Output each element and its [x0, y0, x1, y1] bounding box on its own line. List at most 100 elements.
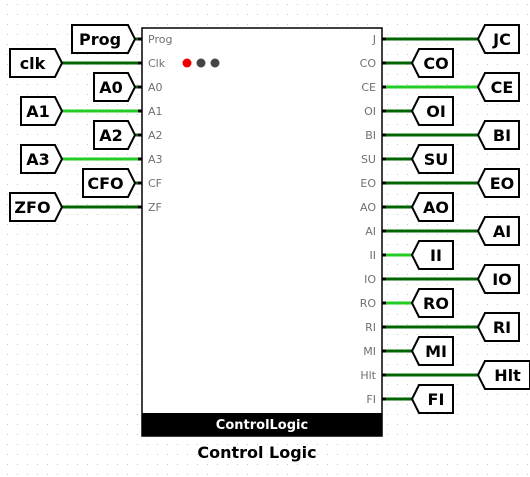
grid-dot: [17, 44, 18, 45]
grid-dot: [397, 264, 398, 265]
tag-out-ii[interactable]: II: [410, 240, 454, 270]
grid-dot: [87, 284, 88, 285]
grid-dot: [117, 114, 118, 115]
grid-dot: [77, 364, 78, 365]
grid-dot: [447, 84, 448, 85]
grid-dot: [497, 404, 498, 405]
tag-in-prog[interactable]: Prog: [71, 24, 137, 54]
tag-in-a2[interactable]: A2: [93, 120, 137, 150]
grid-dot: [67, 404, 68, 405]
pin-stub: [382, 133, 386, 137]
grid-dot: [47, 464, 48, 465]
grid-dot: [477, 444, 478, 445]
grid-dot: [7, 434, 8, 435]
pin-label-io: IO: [364, 273, 376, 286]
grid-dot: [87, 464, 88, 465]
tag-out-ce[interactable]: CE: [476, 72, 520, 102]
grid-dot: [347, 464, 348, 465]
grid-dot: [477, 454, 478, 455]
tag-in-a3[interactable]: A3: [20, 144, 64, 174]
tag-out-oi[interactable]: OI: [410, 96, 454, 126]
tag-out-fi[interactable]: FI: [410, 384, 454, 414]
tag-in-a0[interactable]: A0: [93, 72, 137, 102]
control-logic-component[interactable]: ControlLogic: [141, 27, 383, 437]
grid-dot: [407, 54, 408, 55]
tag-in-cfo[interactable]: CFO: [82, 168, 137, 198]
pin-stub: [382, 349, 386, 353]
grid-dot: [457, 424, 458, 425]
grid-dot: [357, 464, 358, 465]
tag-in-clk[interactable]: clk: [9, 48, 64, 78]
grid-dot: [307, 4, 308, 5]
grid-dot: [167, 474, 168, 475]
tag-out-ro[interactable]: RO: [410, 288, 454, 318]
grid-dot: [37, 384, 38, 385]
tag-out-eo[interactable]: EO: [476, 168, 520, 198]
grid-dot: [297, 14, 298, 15]
grid-dot: [17, 84, 18, 85]
grid-dot: [127, 224, 128, 225]
grid-dot: [497, 304, 498, 305]
grid-dot: [467, 324, 468, 325]
grid-dot: [117, 244, 118, 245]
grid-dot: [477, 144, 478, 145]
component-label: ControlLogic: [216, 418, 308, 433]
grid-dot: [7, 34, 8, 35]
grid-dot: [397, 314, 398, 315]
tag-out-hlt[interactable]: Hlt: [476, 360, 530, 390]
grid-dot: [287, 14, 288, 15]
grid-dot: [167, 14, 168, 15]
grid-dot: [487, 14, 488, 15]
grid-dot: [7, 354, 8, 355]
tag-out-ao[interactable]: AO: [410, 192, 454, 222]
grid-dot: [47, 174, 48, 175]
tag-out-ai[interactable]: AI: [476, 216, 520, 246]
grid-dot: [237, 24, 238, 25]
grid-dot: [457, 334, 458, 335]
tag-out-jc[interactable]: JC: [476, 24, 520, 54]
tag-in-zfo[interactable]: ZFO: [9, 192, 64, 222]
grid-dot: [17, 304, 18, 305]
grid-dot: [477, 274, 478, 275]
grid-dot: [387, 124, 388, 125]
indicator-dot-inactive: [196, 58, 206, 68]
tag-in-a1[interactable]: A1: [20, 96, 64, 126]
grid-dot: [467, 364, 468, 365]
grid-dot: [97, 274, 98, 275]
grid-dot: [467, 54, 468, 55]
grid-dot: [417, 284, 418, 285]
grid-dot: [507, 4, 508, 5]
grid-dot: [17, 294, 18, 295]
grid-dot: [227, 464, 228, 465]
grid-dot: [427, 94, 428, 95]
grid-dot: [517, 54, 518, 55]
grid-dot: [137, 44, 138, 45]
grid-dot: [317, 444, 318, 445]
tag-out-io[interactable]: IO: [476, 264, 520, 294]
grid-dot: [457, 474, 458, 475]
tag-label: CFO: [87, 174, 123, 193]
grid-dot: [77, 144, 78, 145]
grid-dot: [437, 174, 438, 175]
grid-dot: [477, 254, 478, 255]
tag-out-co[interactable]: CO: [410, 48, 454, 78]
grid-dot: [397, 234, 398, 235]
tag-out-mi[interactable]: MI: [410, 336, 454, 366]
grid-dot: [447, 284, 448, 285]
grid-dot: [177, 14, 178, 15]
tag-out-su[interactable]: SU: [410, 144, 454, 174]
grid-dot: [407, 344, 408, 345]
grid-dot: [127, 414, 128, 415]
component-body[interactable]: [141, 27, 383, 437]
grid-dot: [407, 354, 408, 355]
tag-out-bi[interactable]: BI: [476, 120, 520, 150]
grid-dot: [57, 24, 58, 25]
grid-dot: [517, 104, 518, 105]
tag-out-ri[interactable]: RI: [476, 312, 520, 342]
grid-dot: [177, 464, 178, 465]
grid-dot: [97, 354, 98, 355]
grid-dot: [127, 4, 128, 5]
grid-dot: [527, 94, 528, 95]
grid-dot: [107, 344, 108, 345]
